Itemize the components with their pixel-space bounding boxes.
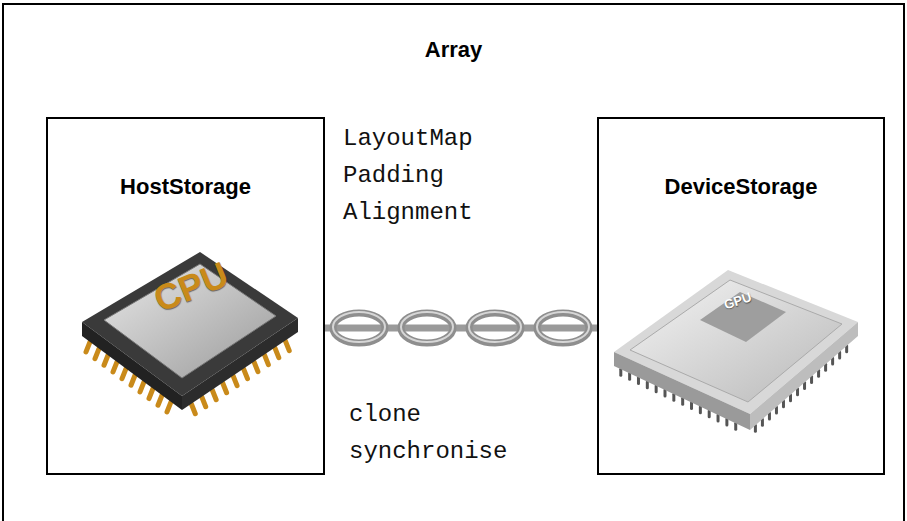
operations-label: clone synchronise [349, 396, 507, 470]
gpu-chip [614, 270, 858, 431]
box-title: DeviceStorage [599, 174, 883, 200]
box-title: HostStorage [48, 174, 323, 200]
diagram-title: Array [4, 5, 903, 63]
operations-label: LayoutMap Padding Alignment [343, 120, 473, 231]
cpu-chip [82, 252, 298, 414]
chain-connector [325, 312, 597, 343]
